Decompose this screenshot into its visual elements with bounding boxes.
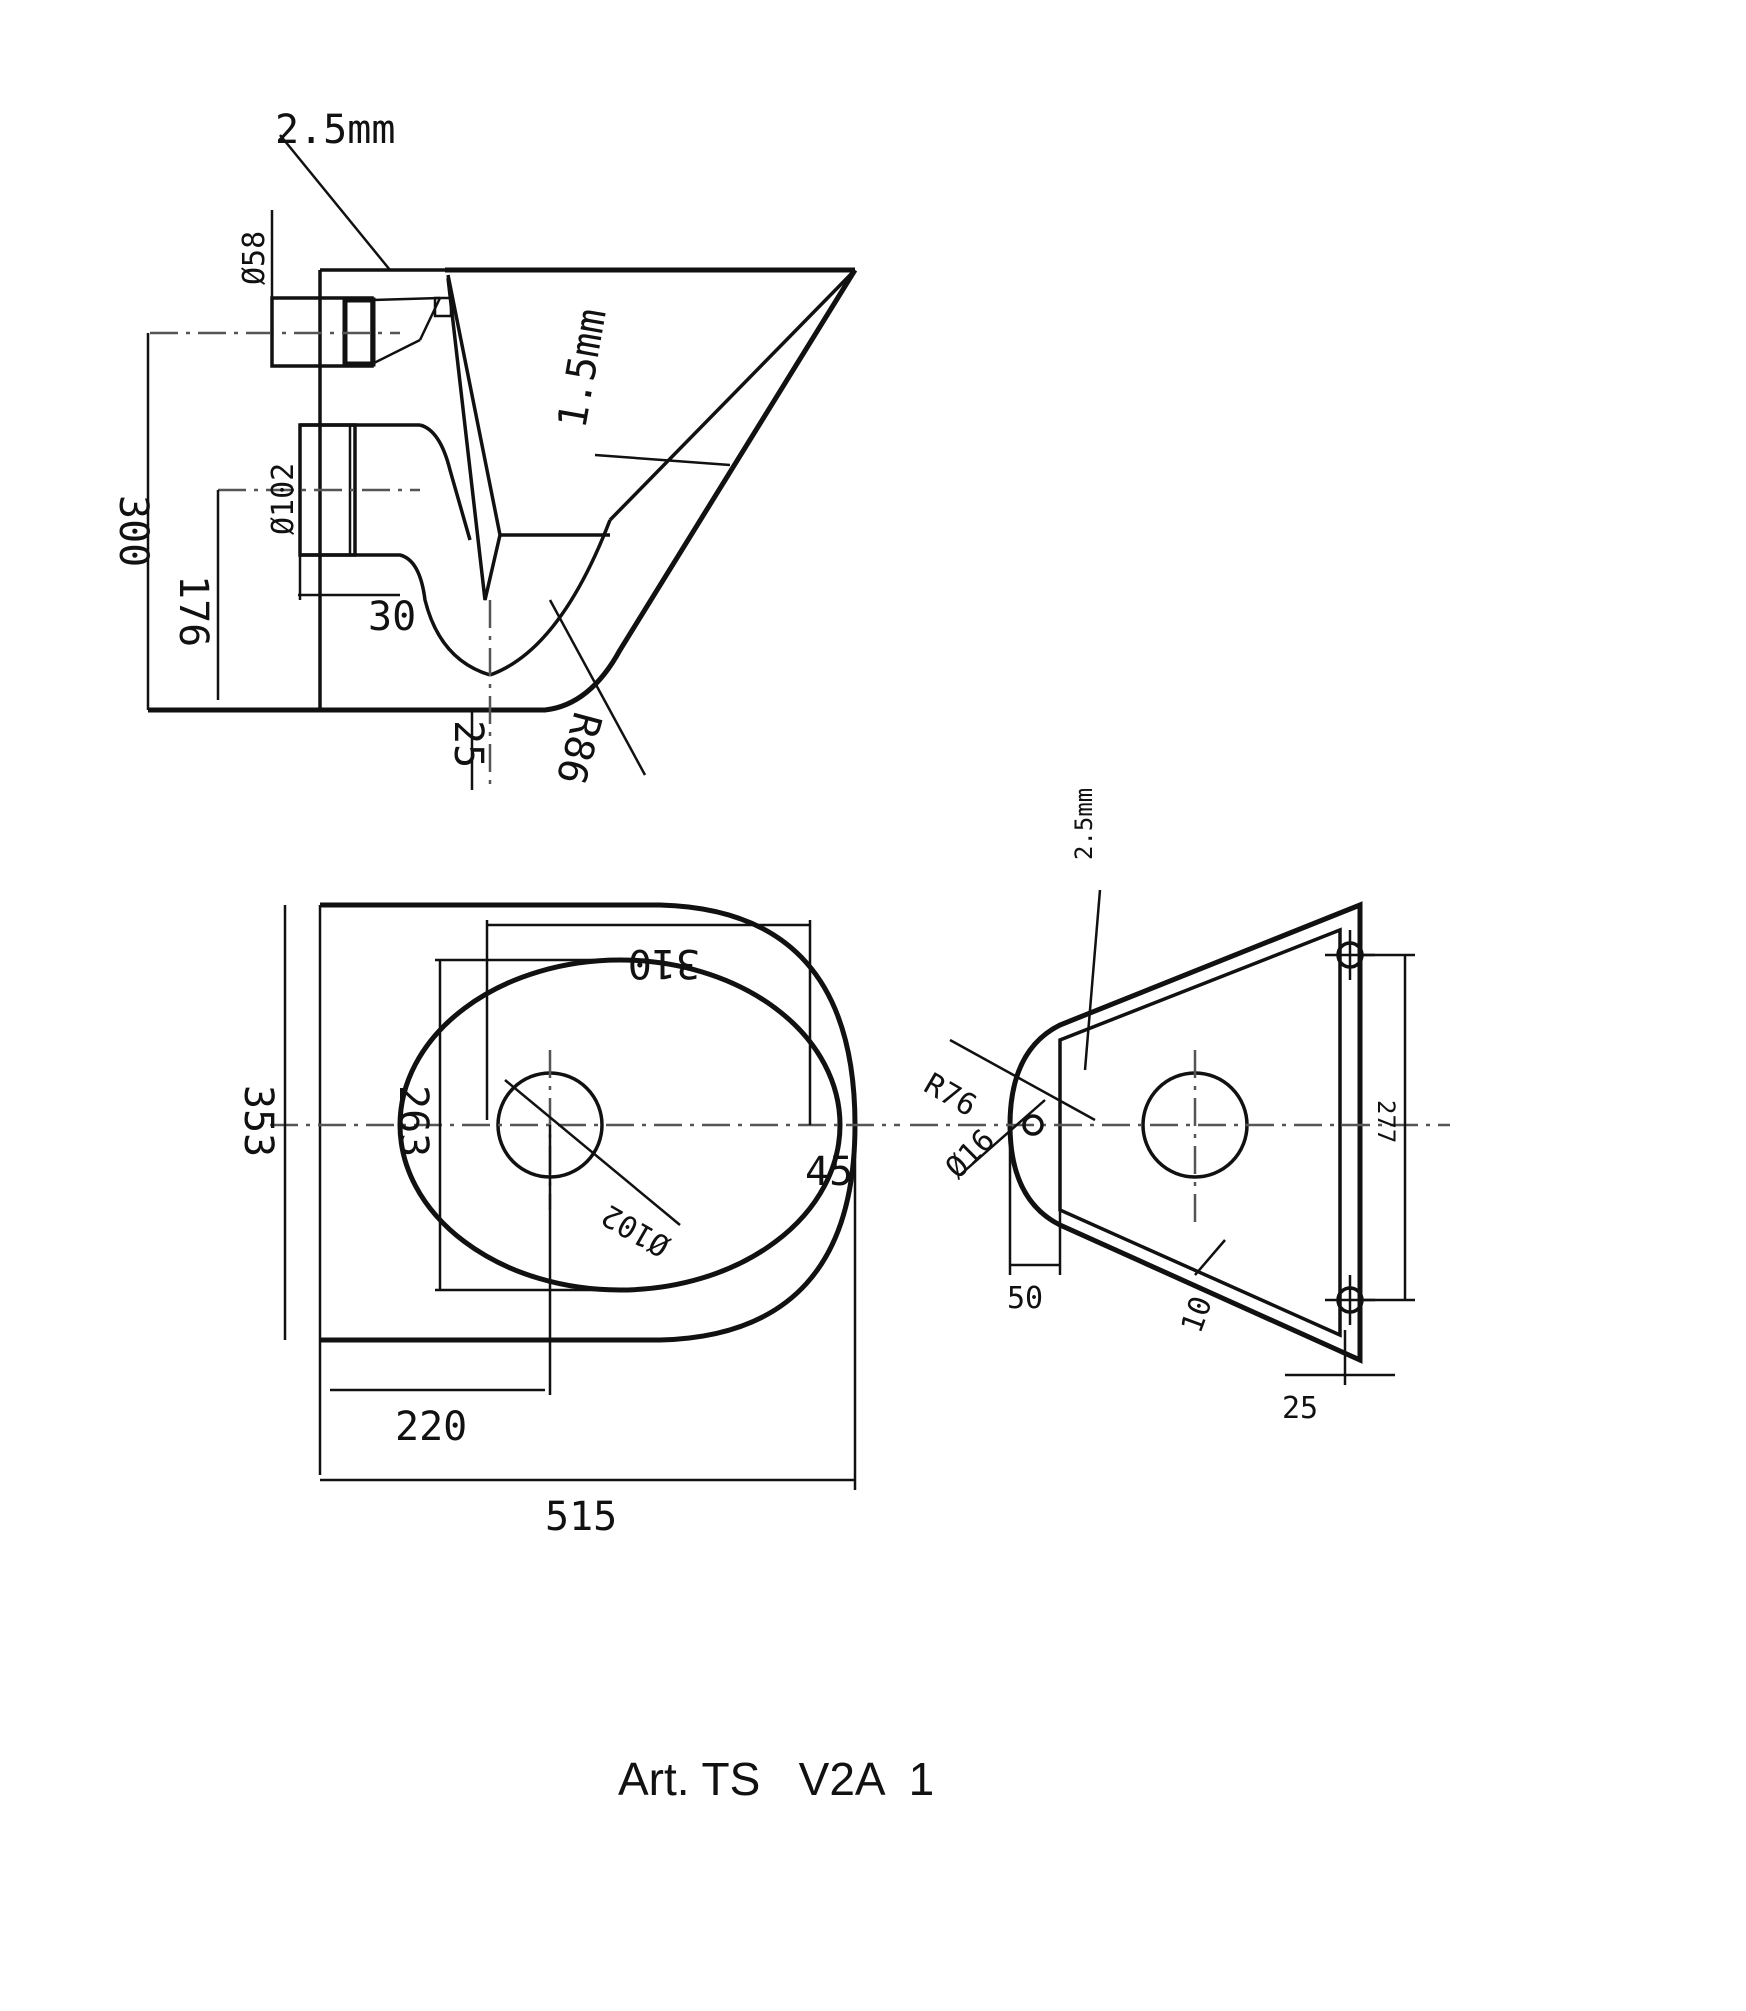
bracket-bolt-spacing-label: 277 (1372, 1100, 1400, 1143)
side-trap-offset-label: 30 (368, 594, 416, 640)
side-radius-label: R86 (547, 707, 610, 789)
top-length-total-label: 515 (545, 1494, 617, 1540)
top-view (270, 902, 900, 1490)
bracket-plate-thickness-label: 2.5mm (1070, 788, 1098, 860)
side-bottom-offset-label: 25 (445, 720, 491, 768)
side-height-outlet-label: 176 (170, 575, 216, 647)
side-outlet-diameter-label: Ø102 (266, 463, 301, 535)
side-height-total-label: 300 (110, 495, 156, 567)
top-outlet-position-label: 220 (395, 1404, 467, 1450)
top-seat-length-label: 310 (628, 940, 700, 986)
article-caption: Art. TS V2A 1 (618, 1753, 934, 1805)
bracket-view (910, 889, 1450, 1385)
bracket-hole-diameter-label: Ø16 (939, 1123, 1002, 1186)
bracket-radius-label: R76 (918, 1067, 982, 1124)
top-outlet-diameter-label: Ø102 (596, 1197, 676, 1263)
side-inlet-diameter-label: Ø58 (237, 231, 272, 285)
bracket-edge-width-label: 10 (1175, 1292, 1220, 1338)
top-inner-width-label: 263 (390, 1085, 436, 1157)
top-rim-offset-label: 45 (805, 1149, 853, 1195)
top-width-total-label: 353 (235, 1085, 281, 1157)
side-wall-thickness-label: 2.5mm (275, 107, 395, 153)
bracket-tab-width-label: 50 (1007, 1281, 1043, 1316)
bracket-side-offset-label: 25 (1282, 1391, 1318, 1426)
side-view (146, 134, 858, 790)
side-bowl-thickness-label: 1.5mm (550, 305, 616, 432)
